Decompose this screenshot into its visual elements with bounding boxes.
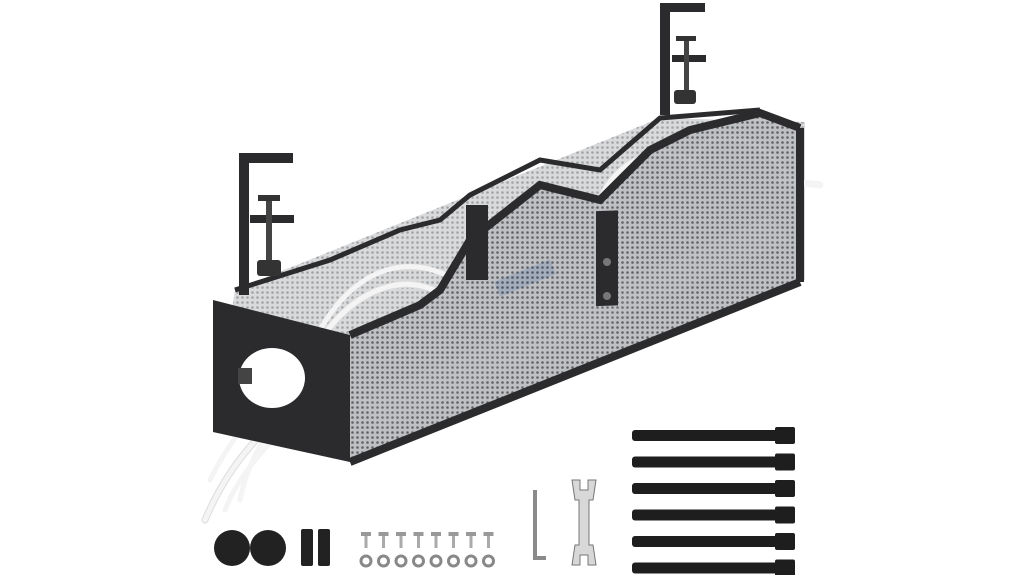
- foam-pad: [250, 530, 286, 566]
- screw: [378, 532, 389, 548]
- screw: [361, 532, 371, 548]
- cable-strap: [632, 533, 795, 550]
- accessories: [214, 427, 795, 575]
- cable-tray: [201, 107, 824, 524]
- nut: [359, 554, 373, 568]
- cable-strap: [632, 559, 795, 575]
- nut: [429, 554, 443, 568]
- cable-strap: [632, 506, 795, 524]
- nut: [482, 554, 495, 568]
- screw: [448, 532, 459, 548]
- desk-clamp-left: [239, 153, 294, 295]
- screw: [396, 532, 406, 548]
- desk-clamp-right: [660, 3, 706, 115]
- nut: [464, 554, 478, 568]
- allen-key: [533, 490, 546, 560]
- foam-pad: [214, 530, 250, 566]
- screw: [413, 532, 424, 548]
- nut: [447, 554, 460, 568]
- screw: [466, 532, 476, 548]
- cable-strap: [632, 480, 795, 497]
- nut: [377, 554, 390, 568]
- cable-strap: [632, 427, 795, 444]
- wrench: [571, 479, 597, 566]
- adhesive-strip: [301, 529, 313, 566]
- screw: [431, 532, 441, 548]
- screw: [483, 532, 494, 548]
- nut: [394, 554, 408, 568]
- bracket: [466, 205, 488, 280]
- nut: [412, 554, 425, 568]
- adhesive-strip: [318, 529, 330, 566]
- cable-strap: [632, 453, 795, 471]
